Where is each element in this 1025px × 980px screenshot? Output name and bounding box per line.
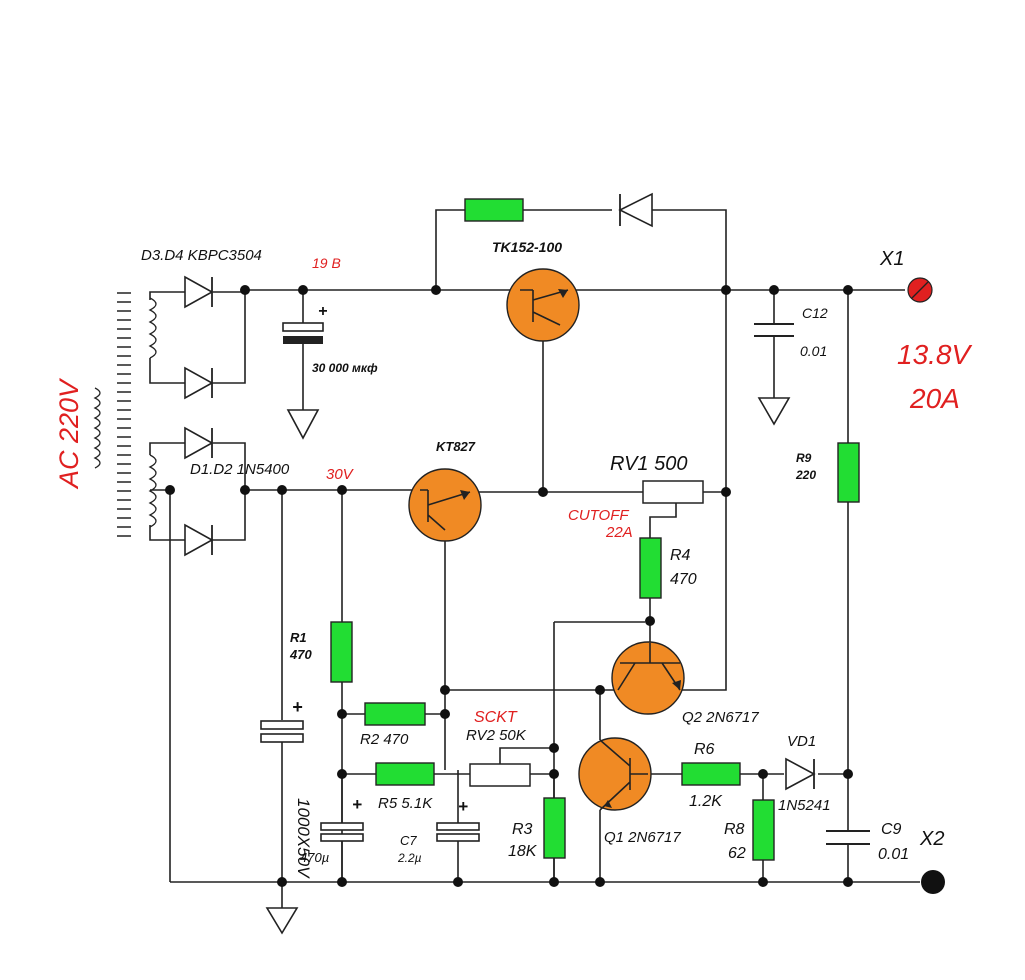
terminal-x1-label: X1 <box>879 248 904 270</box>
r4-value: 470 <box>670 571 697 588</box>
q2-label: Q2 2N6717 <box>682 709 759 726</box>
potentiometer-rv2 <box>469 763 531 787</box>
c7-value: 2.2µ <box>397 851 422 865</box>
c470-value: 470µ <box>300 850 329 865</box>
capacitor-c12 <box>754 323 794 337</box>
capacitor-470u <box>320 774 364 882</box>
resistor-r5 <box>375 762 435 786</box>
r9-value: 220 <box>795 468 816 482</box>
terminal-x2-label: X2 <box>919 828 944 850</box>
r8-value: 62 <box>728 845 746 862</box>
vd1-name: VD1 <box>787 733 816 750</box>
resistor-r8 <box>752 799 775 861</box>
resistor-r2 <box>364 702 426 726</box>
resistor-feedback <box>464 198 524 222</box>
resistor-r9 <box>837 442 860 503</box>
r3-value: 18K <box>508 843 538 860</box>
r6-value: 1.2K <box>689 793 723 810</box>
diode-d3 <box>184 275 214 309</box>
ground-symbol <box>286 409 320 440</box>
resistor-r4 <box>639 537 662 599</box>
r6-name: R6 <box>694 741 715 758</box>
transistor-tk152 <box>506 268 580 342</box>
rail-voltage-30: 30V <box>326 466 355 483</box>
c9-name: C9 <box>881 821 902 838</box>
resistor-r3 <box>543 797 566 859</box>
diode-d1 <box>184 426 214 460</box>
ground-symbol <box>757 397 791 426</box>
aux-cap-plus: + <box>292 697 303 717</box>
diode-feedback <box>618 192 653 228</box>
c12-value: 0.01 <box>800 343 827 359</box>
input-voltage-label: AC 220V <box>54 377 84 490</box>
terminal-x1 <box>907 277 933 303</box>
transformer <box>93 292 157 537</box>
r3-name: R3 <box>512 821 533 838</box>
c470-plus: + <box>352 795 362 814</box>
transistor-q2 <box>611 641 685 715</box>
capacitor-aux <box>260 720 304 743</box>
rectifier-upper-label: D3.D4 KBPC3504 <box>141 247 262 264</box>
r9-name: R9 <box>796 451 812 465</box>
q1-label: Q1 2N6717 <box>604 829 681 846</box>
power-transistor-label: TK152-100 <box>492 239 562 255</box>
r1-name: R1 <box>290 630 307 645</box>
diode-d2 <box>184 523 214 557</box>
capacitor-main <box>282 322 324 344</box>
driver-transistor-label: KT827 <box>436 439 476 454</box>
r2-label: R2 470 <box>360 731 409 748</box>
capacitor-c9 <box>826 830 870 845</box>
c12-name: C12 <box>802 305 828 321</box>
transistor-q1 <box>578 737 652 811</box>
output-current: 20A <box>909 383 960 414</box>
aux-filter-cap-label: 1000X50V <box>294 798 313 879</box>
vd1-value: 1N5241 <box>778 797 831 814</box>
ground-symbol <box>265 907 299 935</box>
c7-plus: + <box>458 797 468 816</box>
resistor-r6 <box>681 762 741 786</box>
resistor-r1 <box>330 621 353 683</box>
r8-name: R8 <box>724 821 745 838</box>
cutoff-label: CUTOFF <box>568 507 629 524</box>
diode-vd1 <box>785 757 816 791</box>
rv1-label: RV1 500 <box>610 453 687 475</box>
rail-voltage-19: 19 B <box>312 255 341 271</box>
output-voltage: 13.8V <box>897 339 972 370</box>
terminal-x2 <box>921 870 945 894</box>
rectifier-lower-label: D1.D2 1N5400 <box>190 461 290 478</box>
main-filter-cap-label: 30 000 мкф <box>312 361 378 375</box>
rv2-label: RV2 50K <box>466 727 527 744</box>
potentiometer-rv1 <box>642 480 704 504</box>
r4-name: R4 <box>670 547 691 564</box>
capacitor-c7 <box>436 822 480 842</box>
cutoff-value: 22A <box>605 524 633 541</box>
junctions <box>165 285 853 887</box>
sckt-label: SCKT <box>474 709 518 726</box>
r5-label: R5 5.1K <box>378 795 433 812</box>
r1-value: 470 <box>289 647 312 662</box>
c7-name: C7 <box>400 833 417 848</box>
c9-value: 0.01 <box>878 846 909 863</box>
plus-sign: + <box>318 303 327 320</box>
transistor-kt827 <box>408 468 482 542</box>
wires <box>149 209 920 908</box>
diode-d4 <box>184 366 214 400</box>
